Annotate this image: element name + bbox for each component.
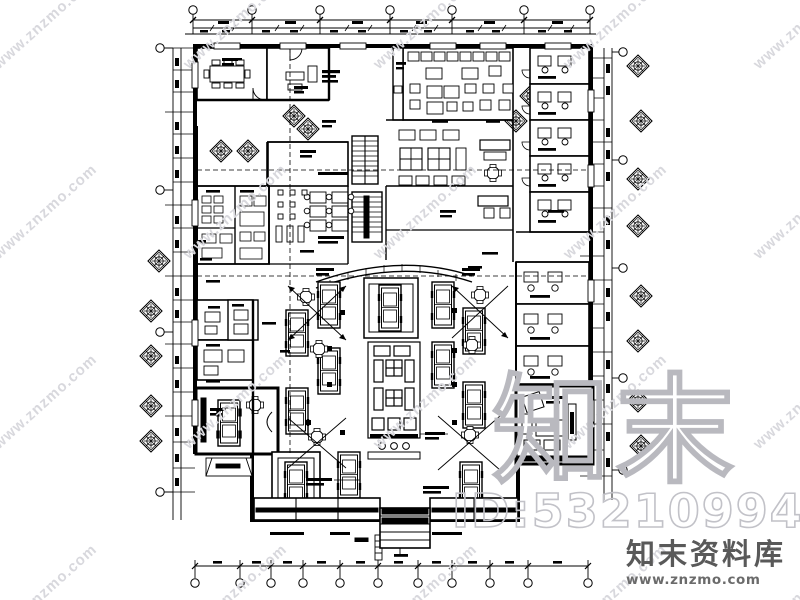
logo-url: www.znzmo.com <box>625 572 761 588</box>
northeast-display-area <box>392 47 514 121</box>
logo-brand-cn: 知末资料库 <box>625 536 786 571</box>
west-small-offices <box>196 299 259 383</box>
southwest-service-bay <box>194 386 280 477</box>
lobby-lounge-furniture <box>398 129 511 219</box>
annotation-text-blocks <box>196 58 564 283</box>
stair-south <box>351 191 383 243</box>
northwest-office-block <box>196 47 331 102</box>
open-office-desks <box>267 141 355 244</box>
stair-north <box>351 135 379 185</box>
west-utility-block <box>196 185 270 265</box>
exterior-windows <box>191 42 595 427</box>
east-office-row-south <box>515 261 590 385</box>
southeast-manager-suite <box>514 384 595 466</box>
showroom-display-area <box>262 264 509 515</box>
south-entry-area <box>253 497 519 557</box>
room-label-block <box>322 70 340 83</box>
bottom-dimension-strip <box>190 534 593 588</box>
interior-partitions <box>196 48 589 454</box>
east-office-row-north <box>521 47 590 233</box>
site-logo: 知末资料库 www.znzmo.com <box>625 536 786 588</box>
left-dimension-strip <box>155 43 195 520</box>
top-dimension-strip <box>185 5 596 35</box>
